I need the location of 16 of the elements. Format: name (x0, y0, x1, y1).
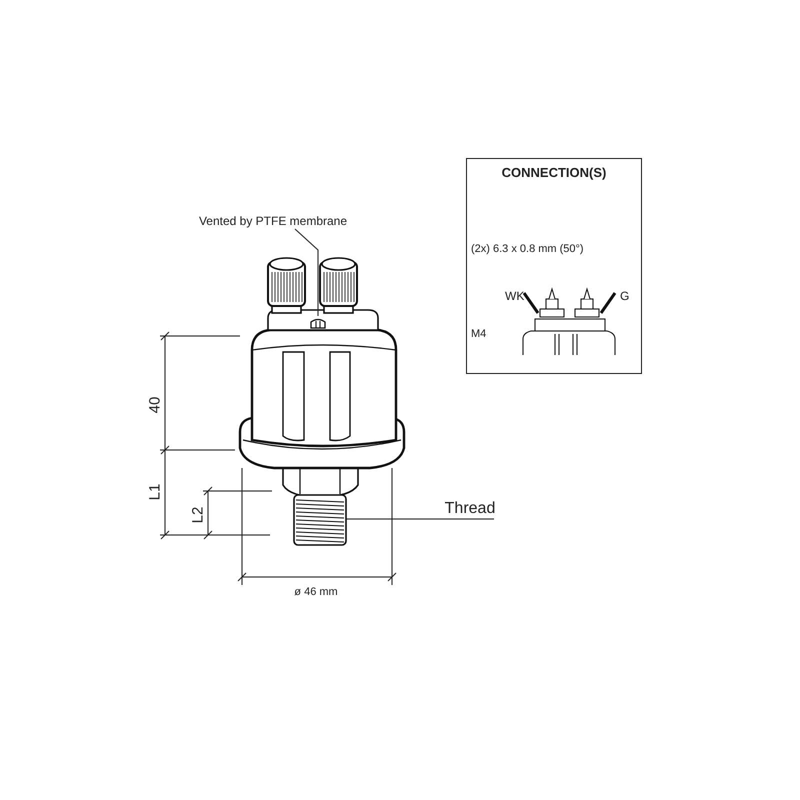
spec-text: (2x) 6.3 x 0.8 mm (50°) (471, 243, 584, 255)
membrane-vent (309, 316, 327, 329)
leader-line (294, 228, 318, 316)
threaded-stem (293, 494, 347, 546)
dimension-label: L1 (146, 484, 164, 500)
terminal-label: G (620, 289, 630, 303)
panel-title: CONNECTION(S) (502, 165, 606, 180)
callout-text: Vented by PTFE membrane (198, 214, 348, 228)
leader-line (346, 518, 494, 520)
dimension-label: L2 (190, 506, 206, 524)
dimension-label: ø 46 mm (294, 586, 338, 598)
thread-size-label: M4 (471, 328, 486, 340)
connection-panel (466, 158, 642, 374)
callout-text: Thread (444, 500, 496, 518)
terminal-label: WK (505, 289, 524, 303)
dimension-label: 40 (146, 396, 164, 414)
